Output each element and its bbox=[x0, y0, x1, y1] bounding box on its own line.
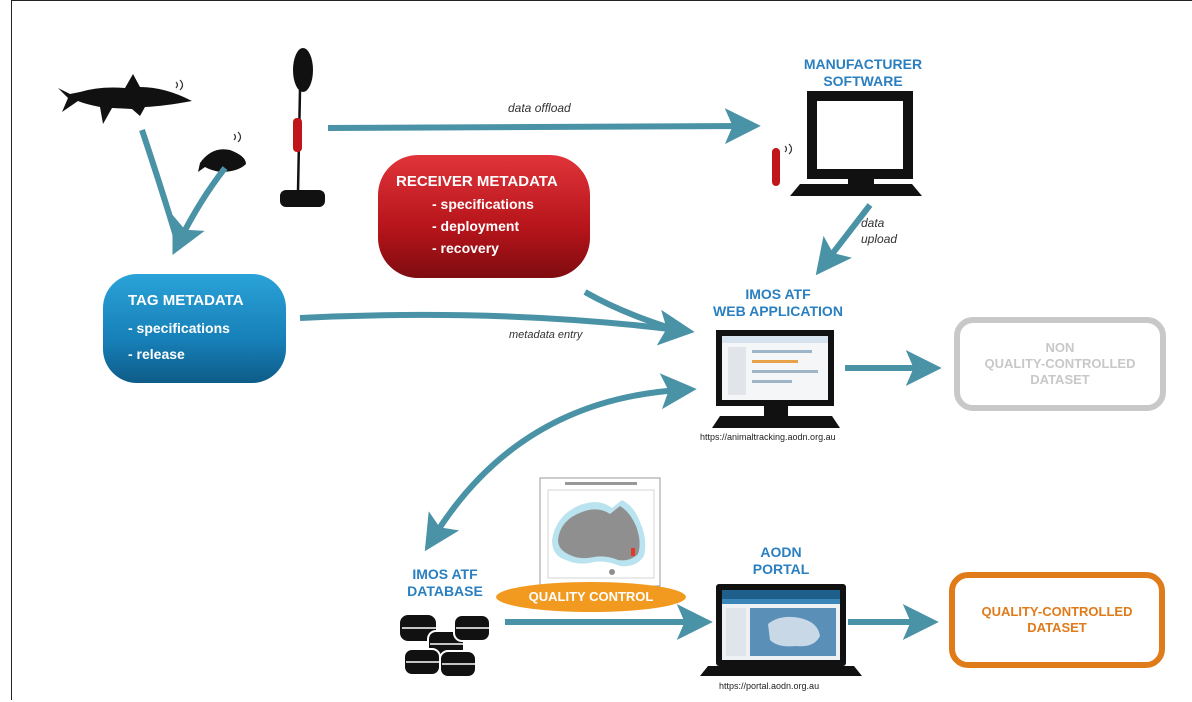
receiver-mooring-icon bbox=[280, 48, 325, 207]
database-label-line2: DATABASE bbox=[407, 583, 483, 599]
non-qc-dataset-text: NON QUALITY-CONTROLLED DATASET bbox=[957, 320, 1163, 408]
manufacturer-computer-icon bbox=[772, 91, 922, 196]
manufacturer-label-line1: MANUFACTURER bbox=[803, 56, 923, 72]
tag-metadata-arrow bbox=[299, 309, 695, 346]
manufacturer-label-line2: SOFTWARE bbox=[823, 73, 903, 89]
qc-dataset-box bbox=[949, 572, 1165, 668]
diagram-frame bbox=[11, 0, 1192, 700]
receiver-metadata-text: RECEIVER METADATA - specifications - dep… bbox=[396, 173, 558, 256]
data-upload-line1: data bbox=[861, 216, 885, 230]
web-app-label-line2: WEB APPLICATION bbox=[713, 303, 843, 319]
receiver-metadata-title: RECEIVER METADATA bbox=[396, 173, 558, 190]
web-application-label: IMOS ATF WEB APPLICATION bbox=[690, 286, 866, 320]
qc-line1: QUALITY-CONTROLLED bbox=[981, 604, 1133, 619]
data-offload-label: data offload bbox=[508, 101, 571, 115]
quality-control-label: QUALITY CONTROL bbox=[528, 589, 654, 604]
non-qc-line1: NON bbox=[1045, 340, 1075, 355]
tag-item-specifications: - specifications bbox=[128, 320, 230, 336]
database-icon bbox=[400, 614, 491, 678]
web-app-label-line1: IMOS ATF bbox=[745, 286, 811, 302]
receiver-item-deployment: - deployment bbox=[432, 218, 520, 234]
receiver-metadata-box bbox=[378, 155, 590, 278]
web-app-url: https://animaltracking.aodn.org.au bbox=[700, 432, 836, 442]
portal-label-line1: AODN bbox=[760, 544, 802, 560]
data-upload-label: data upload bbox=[861, 215, 897, 247]
portal-laptop-icon bbox=[700, 584, 862, 676]
receiver-item-recovery: - recovery bbox=[432, 240, 499, 256]
database-label: IMOS ATF DATABASE bbox=[390, 566, 500, 600]
qc-dataset-text: QUALITY-CONTROLLED DATASET bbox=[952, 575, 1162, 665]
tag-item-release: - release bbox=[128, 346, 185, 362]
portal-label: AODN PORTAL bbox=[726, 544, 836, 578]
non-qc-line3: DATASET bbox=[1030, 372, 1090, 387]
receiver-item-specifications: - specifications bbox=[432, 196, 534, 212]
portal-label-line2: PORTAL bbox=[752, 561, 810, 577]
tag-metadata-box bbox=[103, 274, 286, 383]
metadata-entry-label: metadata entry bbox=[509, 329, 583, 341]
tag-metadata-title: TAG METADATA bbox=[128, 292, 244, 309]
web-app-computer-icon bbox=[712, 330, 840, 428]
web-database-arrow bbox=[424, 373, 697, 552]
tag-metadata-text: TAG METADATA - specifications - release bbox=[128, 292, 244, 362]
manufacturer-software-label: MANUFACTURER SOFTWARE bbox=[788, 56, 938, 90]
australia-map-thumbnail bbox=[539, 477, 661, 587]
data-offload-arrow bbox=[327, 108, 761, 145]
quality-control-ellipse bbox=[496, 582, 686, 612]
database-label-line1: IMOS ATF bbox=[412, 566, 478, 582]
portal-url: https://portal.aodn.org.au bbox=[719, 681, 820, 691]
fish-icon bbox=[198, 131, 246, 172]
data-upload-line2: upload bbox=[861, 232, 898, 246]
data-upload-arrow bbox=[815, 203, 873, 276]
shark-to-tag-arrow bbox=[139, 129, 181, 244]
shark-icon bbox=[58, 74, 192, 124]
receiver-metadata-arrow bbox=[583, 289, 671, 331]
arrows bbox=[139, 108, 942, 640]
non-qc-dataset-box bbox=[954, 317, 1166, 411]
qc-line2: DATASET bbox=[1027, 620, 1087, 635]
fish-to-tag-arrow bbox=[172, 166, 228, 256]
non-qc-line2: QUALITY-CONTROLLED bbox=[984, 356, 1136, 371]
